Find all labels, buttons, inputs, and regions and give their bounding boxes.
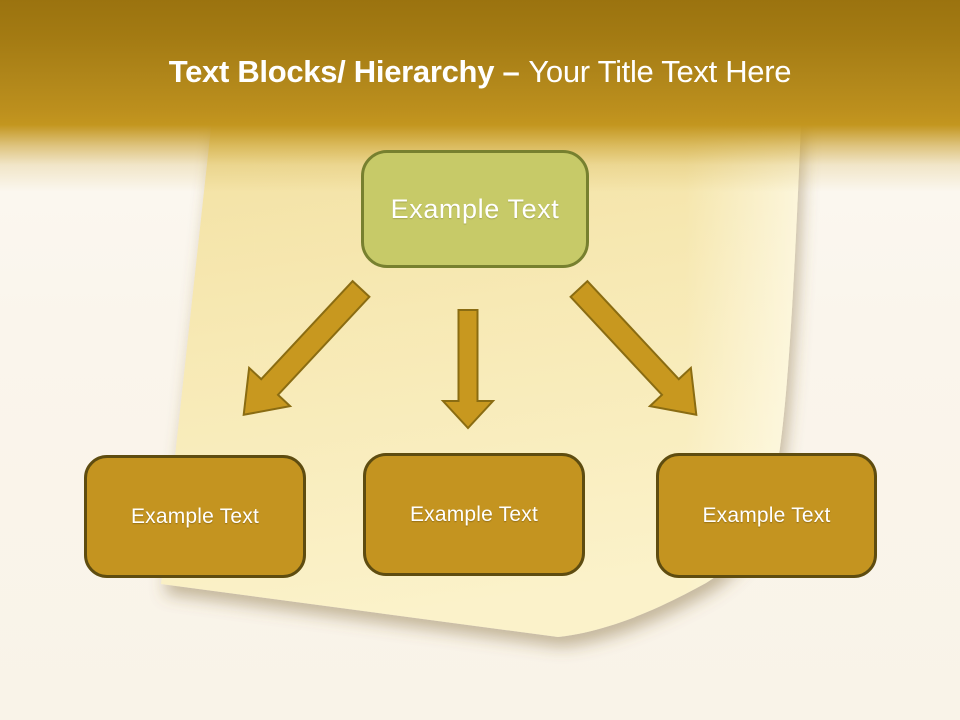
child-text-block-2-label: Example Text [409, 502, 539, 526]
arrow-down-icon[interactable] [440, 309, 496, 430]
root-text-block-label: Example Text [390, 193, 560, 224]
child-text-block-3-label: Example Text [702, 503, 831, 527]
child-text-block-1-label: Example Text [130, 504, 260, 528]
child-text-block-3[interactable]: Example Text [656, 453, 877, 578]
arrow-down-left-icon[interactable] [223, 270, 381, 434]
child-text-block-1[interactable]: Example Text [84, 455, 306, 578]
sticky-note-shape [161, 100, 802, 637]
arrow-down-right-icon[interactable] [559, 270, 717, 434]
child-text-block-2[interactable]: Example Text [363, 453, 585, 576]
page-title-bold: Text Blocks/ Hierarchy – [168, 54, 520, 89]
page-title-regular: Your Title Text Here [528, 54, 792, 89]
root-text-block[interactable]: Example Text [361, 150, 589, 268]
page-title: Text Blocks/ Hierarchy –Your Title Text … [0, 54, 960, 90]
